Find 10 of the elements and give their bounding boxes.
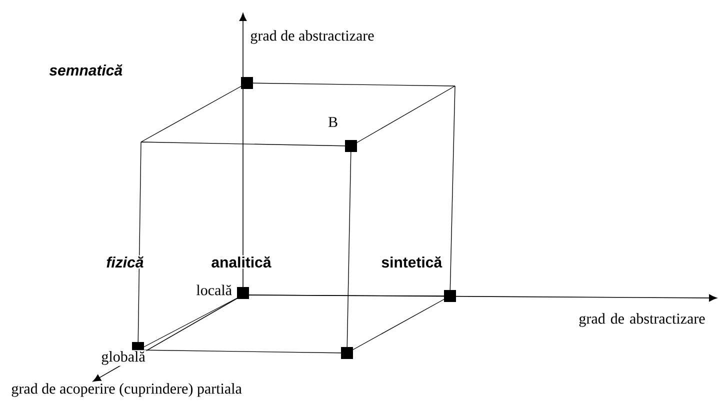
axis-label: analitică <box>210 255 272 269</box>
axis-label: grad de abstractizare <box>249 29 376 45</box>
axis-label: semnatică <box>48 63 124 77</box>
axis-label: B <box>327 116 339 128</box>
axis-label: grad de acoperire (cuprindere) partiala <box>10 382 243 398</box>
axis-label: locală <box>195 284 234 296</box>
axis-label: fizică <box>105 255 145 269</box>
axis-label: globală <box>100 350 146 366</box>
axis-label: grad de abstractizare <box>571 312 713 328</box>
axis-label: sintetică <box>380 255 444 269</box>
